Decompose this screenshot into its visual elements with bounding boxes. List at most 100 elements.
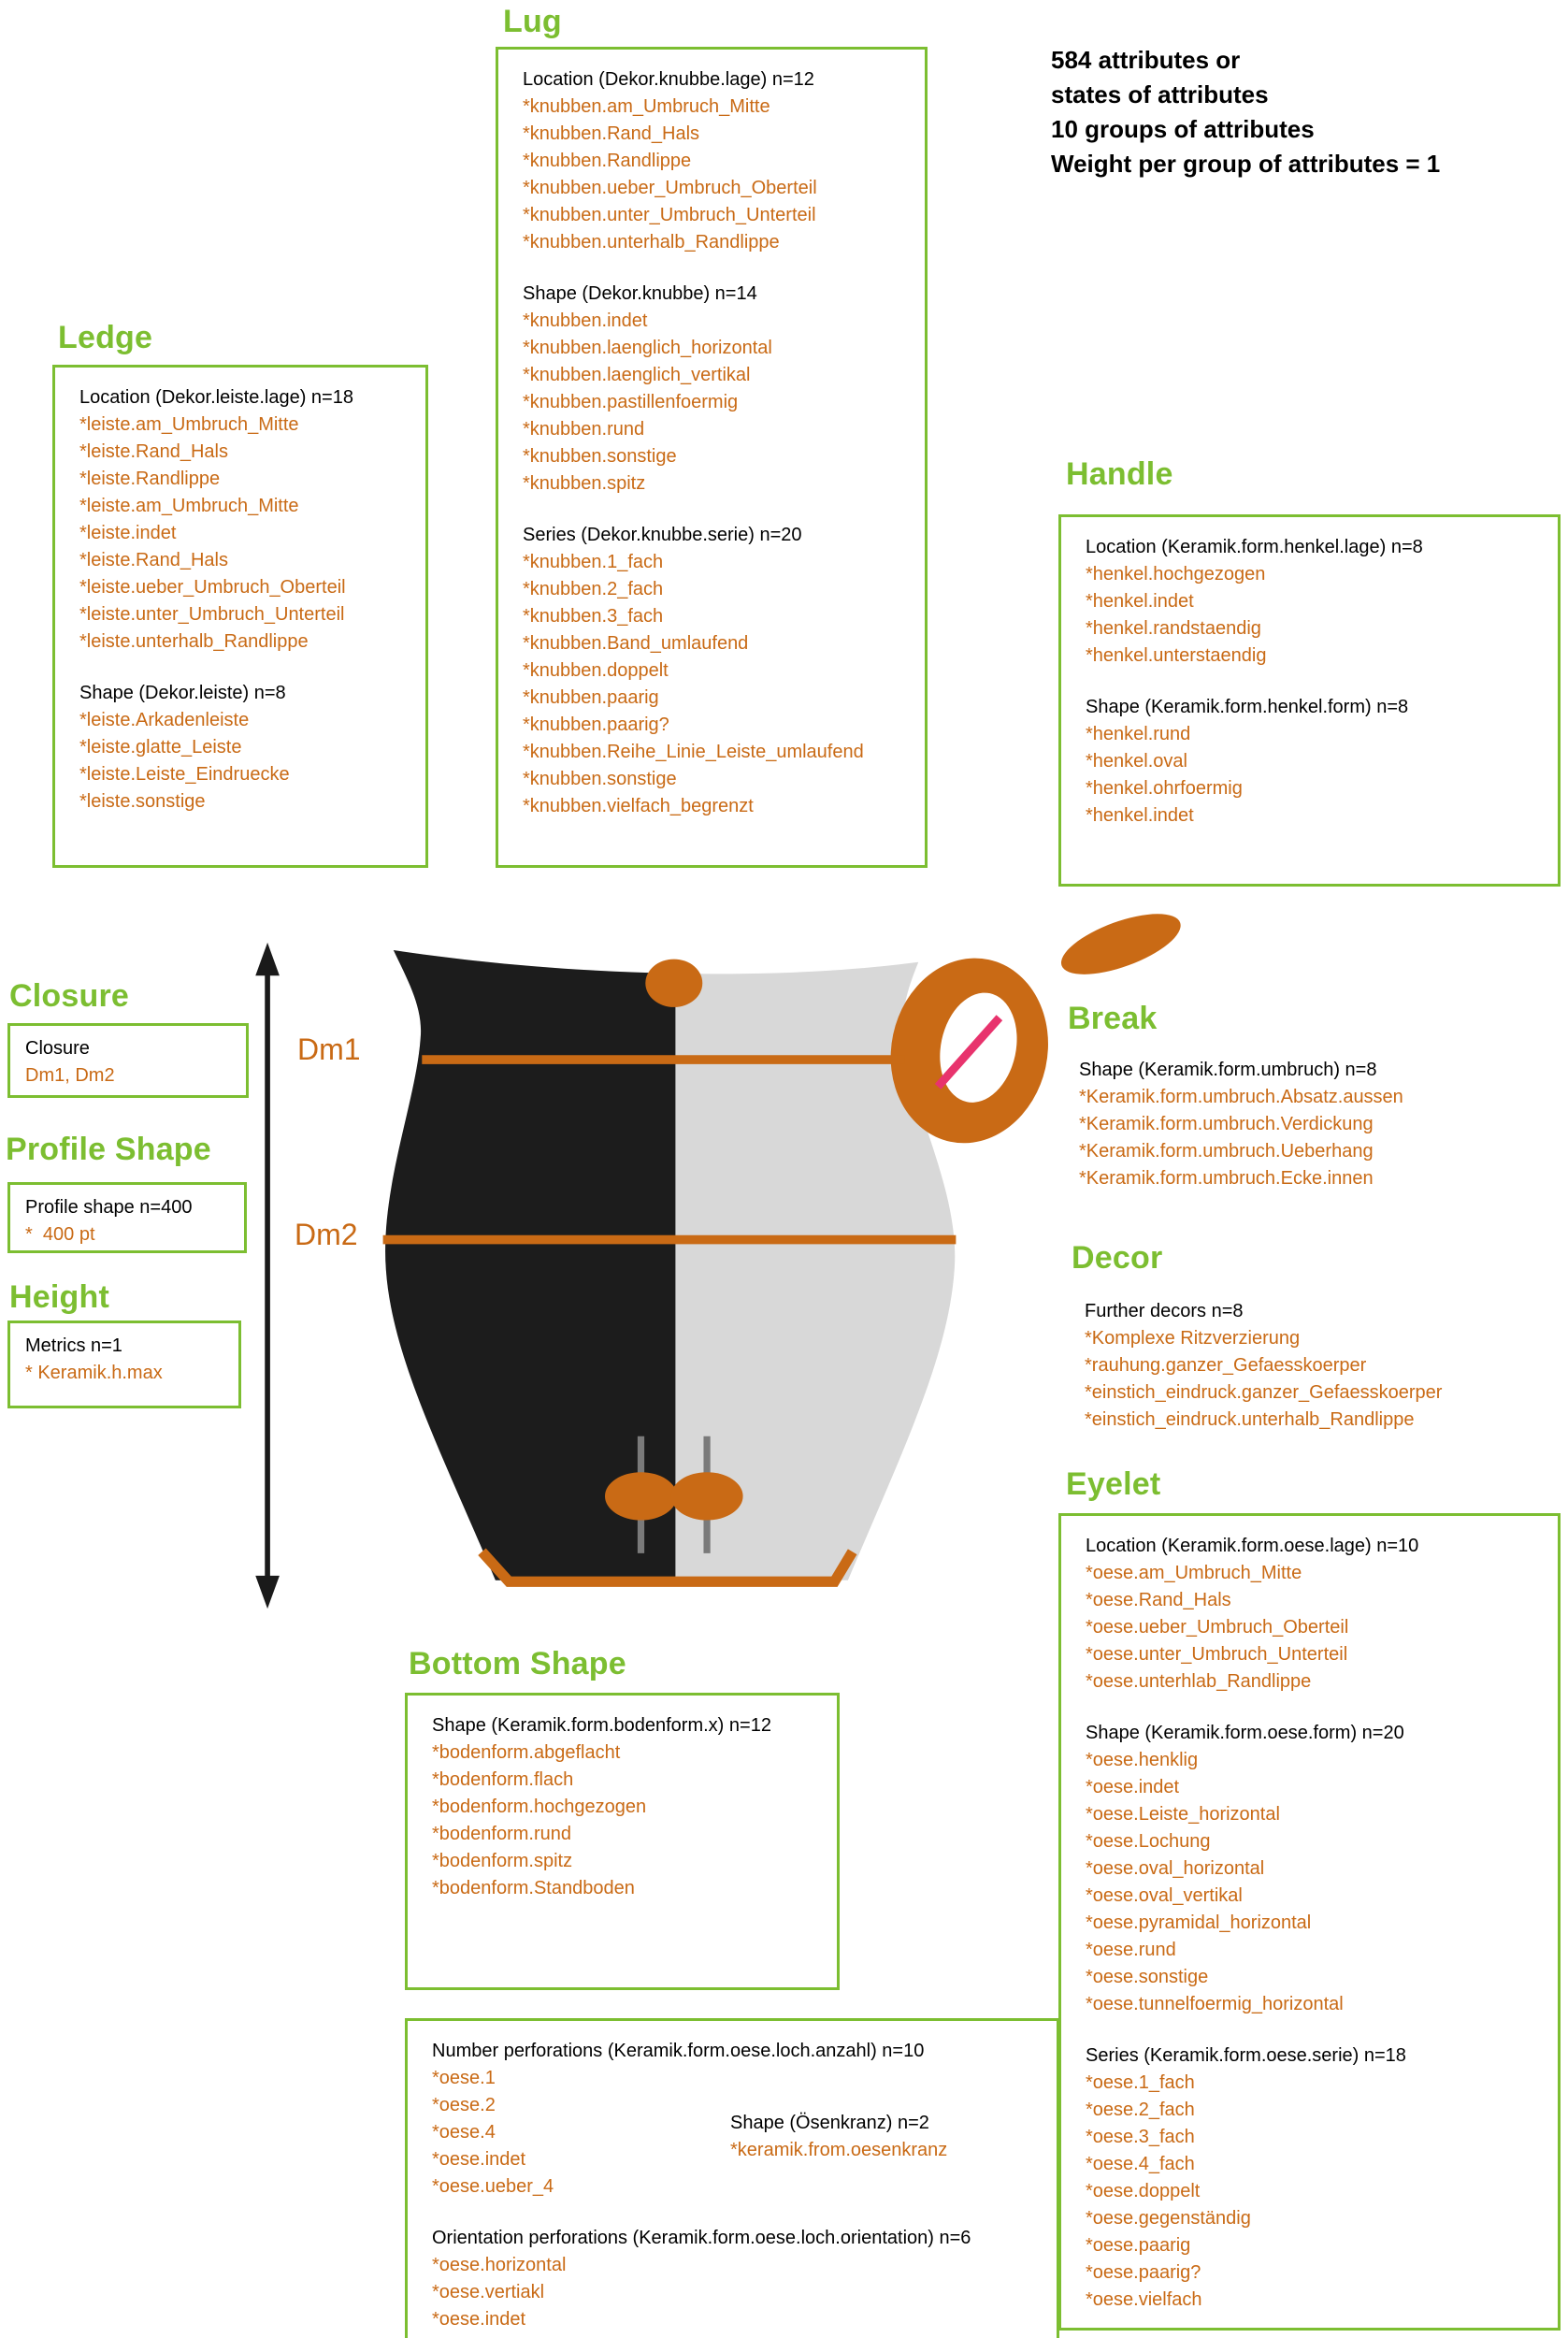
attribute-item: *henkel.oval <box>1086 751 1187 772</box>
group-header: Shape (Dekor.knubbe) n=14 <box>523 283 757 304</box>
attribute-list: *Komplexe Ritzverzierung*rauhung.ganzer_… <box>1085 1325 1524 1434</box>
attribute-item: *oese.3_fach <box>1086 2127 1195 2147</box>
lug-heading: Lug <box>503 4 562 39</box>
dm1-label: Dm1 <box>297 1032 361 1066</box>
attribute-list: *henkel.hochgezogen*henkel.indet*henkel.… <box>1086 561 1533 670</box>
perforation-dot-left <box>605 1472 678 1521</box>
eyelet-location-group: Location (Keramik.form.oese.lage) n=10 *… <box>1086 1533 1533 1696</box>
attribute-item: *knubben.Rand_Hals <box>523 123 700 144</box>
attribute-item: *leiste.am_Umbruch_Mitte <box>79 496 299 516</box>
attribute-item: *oese.Lochung <box>1086 1831 1211 1852</box>
lug-series-group: Series (Dekor.knubbe.serie) n=20 *knubbe… <box>523 522 900 820</box>
attribute-item: *knubben.ueber_Umbruch_Oberteil <box>523 178 817 198</box>
attribute-item: *einstich_eindruck.ganzer_Gefaesskoerper <box>1085 1382 1443 1403</box>
group-header: Number perforations (Keramik.form.oese.l… <box>432 2041 925 2061</box>
group-header: Location (Dekor.leiste.lage) n=18 <box>79 387 353 408</box>
attribute-item: *knubben.unter_Umbruch_Unterteil <box>523 205 816 225</box>
attribute-item: *einstich_eindruck.unterhalb_Randlippe <box>1085 1409 1415 1430</box>
attribute-item: *oese.paarig? <box>1086 2262 1201 2283</box>
attribute-item: *keramik.from.oesenkranz <box>730 2140 948 2160</box>
attribute-list: * Keramik.h.max <box>25 1360 223 1387</box>
perforation-number-group: Number perforations (Keramik.form.oese.l… <box>432 2038 1032 2201</box>
attribute-item: *leiste.glatte_Leiste <box>79 737 242 758</box>
attribute-item: *knubben.laenglich_vertikal <box>523 365 751 385</box>
attribute-item: *oese.vertiakl <box>432 2282 545 2302</box>
attribute-item: *oese.tunnelfoermig_horizontal <box>1086 1994 1344 2014</box>
attribute-list: *oese.1_fach*oese.2_fach*oese.3_fach*oes… <box>1086 2070 1533 2314</box>
attribute-list: *keramik.from.oesenkranz <box>730 2137 947 2164</box>
group-header: Shape (Keramik.form.oese.form) n=20 <box>1086 1723 1404 1743</box>
group-header: Series (Keramik.form.oese.serie) n=18 <box>1086 2045 1406 2066</box>
attribute-item: *knubben.pastillenfoermig <box>523 392 739 412</box>
attribute-item: *oese.paarig <box>1086 2235 1191 2256</box>
attribute-list: *leiste.am_Umbruch_Mitte *leiste.Rand_Hal… <box>79 411 401 656</box>
attribute-item: *oese.rund <box>1086 1940 1176 1960</box>
break-shape-group: Shape (Keramik.form.umbruch) n=8 *Kerami… <box>1079 1057 1500 1192</box>
attribute-item: *oese.4_fach <box>1086 2154 1195 2174</box>
attribute-list: *bodenform.abgeflacht*bodenform.flach*bo… <box>432 1739 813 1902</box>
attribute-item: *knubben.Reihe_Linie_Leiste_umlaufend <box>523 742 864 762</box>
profile-shape-group: Profile shape n=400 * 400 pt <box>25 1194 229 1248</box>
group-header: Series (Dekor.knubbe.serie) n=20 <box>523 525 802 545</box>
height-arrow-top-icon <box>255 942 280 976</box>
info-line-3: 10 groups of attributes <box>1051 115 1315 143</box>
attribute-item: *henkel.indet <box>1086 805 1194 826</box>
attribute-item: *oese.oval_vertikal <box>1086 1885 1243 1906</box>
dm2-label: Dm2 <box>295 1218 358 1251</box>
attribute-item: *oese.indet <box>1086 1777 1180 1797</box>
ledge-heading: Ledge <box>58 320 153 355</box>
attribute-list: *oese.henklig *oese.indet *oese.Leiste_hor… <box>1086 1747 1533 2018</box>
lug-box: Location (Dekor.knubbe.lage) n=12 *knubb… <box>496 47 928 868</box>
attribute-item: *oese.indet <box>432 2309 526 2330</box>
attribute-item: *oese.am_Umbruch_Mitte <box>1086 1563 1302 1583</box>
attribute-list: *Keramik.form.umbruch.Absatz.aussen*Kera… <box>1079 1084 1500 1192</box>
attribute-item: *oese.sonstige <box>1086 1967 1209 1987</box>
attribute-item: *oese.unterhlab_Randlippe <box>1086 1671 1312 1692</box>
attribute-item: *knubben.paarig <box>523 687 659 708</box>
attribute-item: *knubben.sonstige <box>523 446 677 467</box>
group-header: Further decors n=8 <box>1085 1301 1244 1321</box>
attribute-item: *oese.2 <box>432 2095 496 2115</box>
group-header: Closure <box>25 1038 90 1059</box>
handle-shape-group: Shape (Keramik.form.henkel.form) n=8 *he… <box>1086 694 1533 830</box>
attribute-item: *rauhung.ganzer_Gefaesskoerper <box>1085 1355 1367 1376</box>
attribute-item: *henkel.unterstaendig <box>1086 645 1267 666</box>
attribute-item: *knubben.rund <box>523 419 645 440</box>
attribute-item: *oese.pyramidal_horizontal <box>1086 1912 1312 1933</box>
attribute-item: *bodenform.rund <box>432 1824 571 1844</box>
attribute-item: *henkel.indet <box>1086 591 1194 612</box>
eyelet-heading: Eyelet <box>1066 1466 1161 1502</box>
attribute-item: *leiste.Rand_Hals <box>79 441 228 462</box>
attribute-list: * 400 pt <box>25 1221 229 1248</box>
attribute-item: *Keramik.form.umbruch.Ecke.innen <box>1079 1168 1374 1189</box>
attribute-item: *oese.henklig <box>1086 1750 1199 1770</box>
height-arrow-bottom-icon <box>255 1575 280 1609</box>
perforations-box: Number perforations (Keramik.form.oese.l… <box>405 2018 1059 2338</box>
attribute-item: *henkel.rund <box>1086 724 1191 744</box>
group-header: Shape (Dekor.leiste) n=8 <box>79 683 286 703</box>
group-header: Location (Dekor.knubbe.lage) n=12 <box>523 69 814 90</box>
attribute-item: *bodenform.spitz <box>432 1851 573 1871</box>
height-box: Metrics n=1 * Keramik.h.max <box>7 1321 241 1408</box>
vessel-body-left <box>385 949 676 1580</box>
rim-knob <box>645 959 703 1007</box>
profile-shape-box: Profile shape n=400 * 400 pt <box>7 1182 247 1253</box>
attribute-item: *knubben.unterhalb_Randlippe <box>523 232 780 253</box>
attribute-item: *knubben.2_fach <box>523 579 664 599</box>
attribute-item: *oese.Rand_Hals <box>1086 1590 1231 1610</box>
attribute-item: *oese.Leiste_horizontal <box>1086 1804 1280 1825</box>
break-slash <box>934 1015 1003 1090</box>
attribute-item: *oese.gegenständig <box>1086 2208 1251 2229</box>
height-heading: Height <box>9 1279 109 1315</box>
attribute-item: *oese.vielfach <box>1086 2289 1202 2310</box>
base-band <box>478 1548 857 1587</box>
attribute-item: *oese.oval_horizontal <box>1086 1858 1265 1879</box>
bottom-shape-heading: Bottom Shape <box>409 1646 626 1681</box>
handle-box: Location (Keramik.form.henkel.lage) n=8 … <box>1058 514 1561 887</box>
vessel-figure <box>255 914 1181 1609</box>
attribute-item: *bodenform.Standboden <box>432 1878 635 1898</box>
attribute-item: *knubben.vielfach_begrenzt <box>523 796 754 816</box>
closure-group: Closure Dm1, Dm2 <box>25 1035 231 1090</box>
attribute-item: *knubben.paarig? <box>523 714 669 735</box>
